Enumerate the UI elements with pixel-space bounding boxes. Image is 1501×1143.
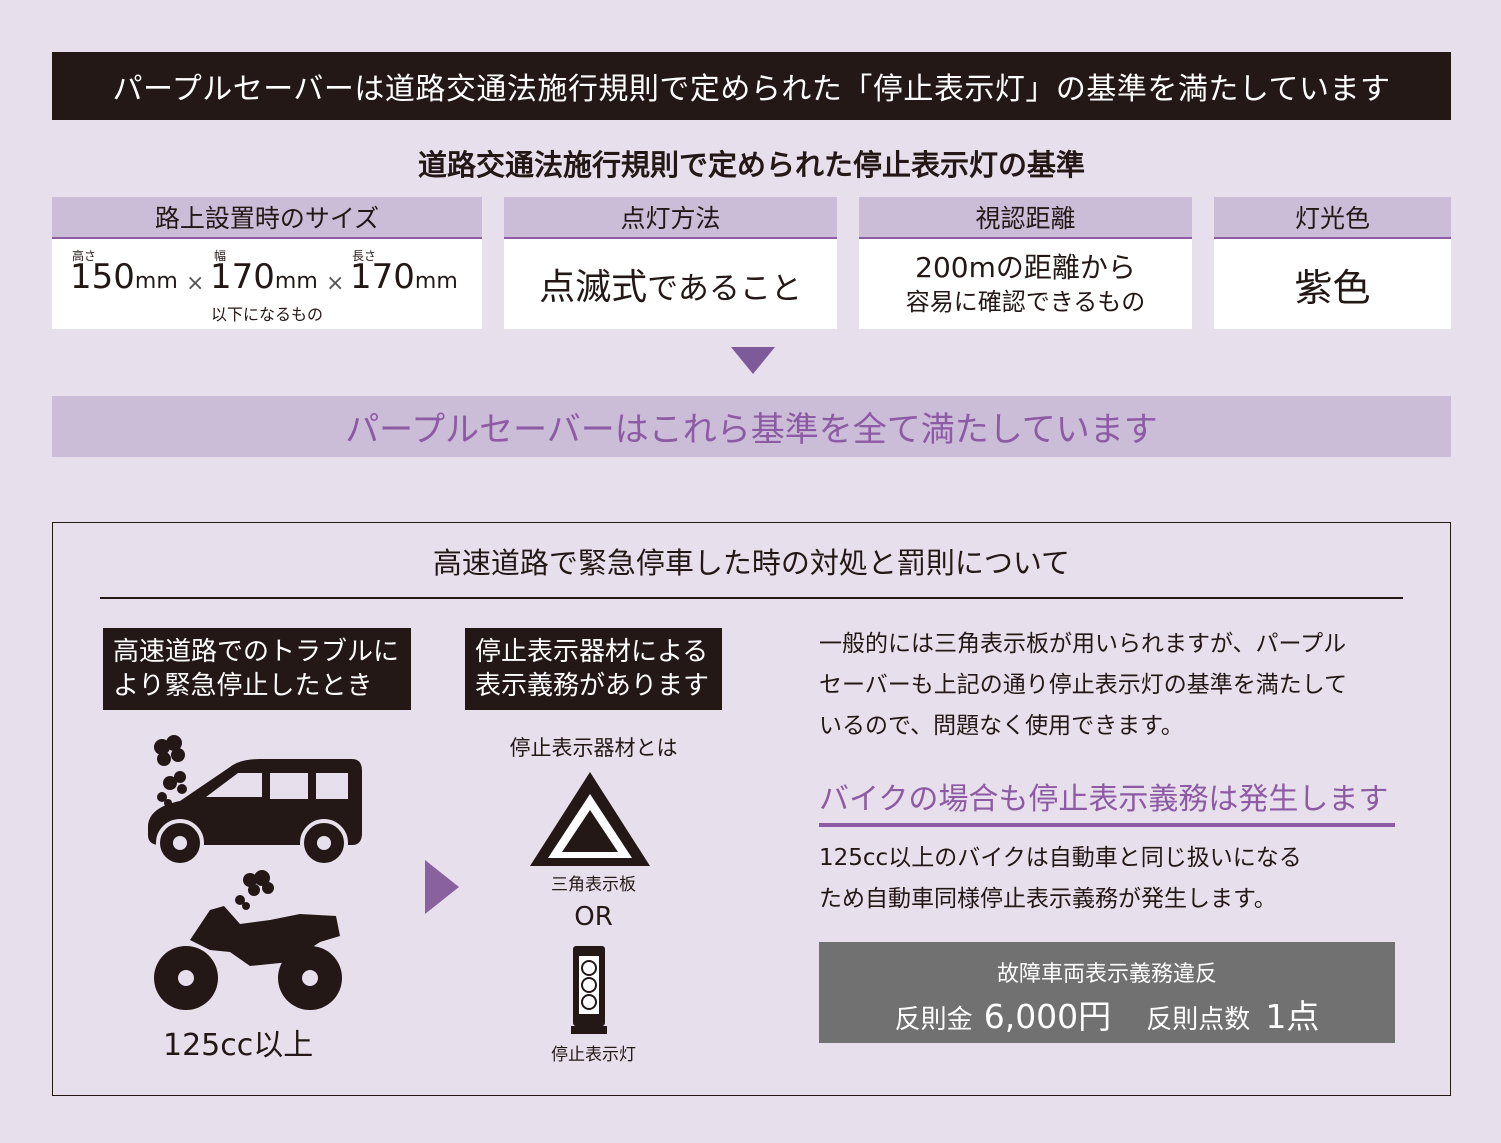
method-card-body: 点滅式であること — [504, 239, 837, 329]
fine-value: 6,000円 — [983, 997, 1112, 1036]
penalty-box: 故障車両表示義務違反 反則金 6,000円 反則点数 1点 — [819, 942, 1395, 1043]
bike-paragraph: 125cc以上のバイクは自動車と同じ扱いになる ため自動車同様停止表示義務が発生… — [819, 845, 1302, 912]
info-paragraph: 一般的には三角表示板が用いられますが、パープル セーバーも上記の通り停止表示灯の… — [819, 631, 1348, 739]
criteria-title: 道路交通法施行規則で定められた停止表示灯の基準 — [417, 148, 1085, 182]
result-text: パープルセーバーはこれら基準を全て満たしています — [345, 410, 1158, 450]
warning-triangle-icon — [530, 772, 650, 866]
distance-line-1: 200mの距離から — [915, 251, 1136, 284]
emergency-title: 高速道路で緊急停車した時の対処と罰則について — [432, 546, 1071, 580]
trouble-label: 高速道路でのトラブルに より緊急停止したとき — [103, 628, 411, 710]
top-banner-text: パープルセーバーは道路交通法施行規則で定められた「停止表示灯」の基準を満たしてい… — [112, 72, 1391, 107]
height-value: 150mm — [70, 257, 178, 297]
top-banner: パープルセーバーは道路交通法施行規則で定められた「停止表示灯」の基準を満たしてい… — [52, 52, 1451, 120]
size-card-body: 高さ 150mm × 幅 170mm × 長さ 170mm 以下になるもの — [52, 239, 482, 329]
size-card: 路上設置時のサイズ 高さ 150mm × 幅 170mm × 長さ 170mm … — [52, 197, 482, 329]
method-card: 点灯方法 点滅式であること — [504, 197, 837, 329]
penalty-detail: 反則金 6,000円 反則点数 1点 — [819, 990, 1395, 1038]
method-value: 点滅式であること — [539, 267, 802, 308]
color-card-heading: 灯光色 — [1214, 197, 1451, 239]
bike-heading-rule — [819, 823, 1395, 827]
fine-label: 反則金 — [894, 1005, 973, 1035]
penalty-title: 故障車両表示義務違反 — [996, 962, 1217, 987]
length-label: 長さ — [352, 249, 377, 263]
color-card: 灯光色 紫色 — [1214, 197, 1451, 329]
equipment-caption: 停止表示器材とは — [509, 736, 678, 760]
result-band: パープルセーバーはこれら基準を全て満たしています — [52, 396, 1451, 457]
right-arrow-icon — [425, 860, 459, 914]
triangle-label: 三角表示板 — [551, 875, 636, 895]
down-arrow-icon — [731, 347, 775, 374]
lamp-label: 停止表示灯 — [551, 1045, 636, 1065]
distance-card: 視認距離 200mの距離から 容易に確認できるもの — [859, 197, 1192, 329]
color-card-body: 紫色 — [1214, 239, 1451, 329]
duty-label: 停止表示器材による 表示義務があります — [465, 628, 722, 710]
distance-card-body: 200mの距離から 容易に確認できるもの — [859, 239, 1192, 329]
color-value: 紫色 — [1294, 265, 1371, 310]
times-sign-2: × — [326, 271, 345, 296]
points-value: 1点 — [1265, 997, 1320, 1036]
distance-line-2: 容易に確認できるもの — [905, 288, 1146, 316]
height-label: 高さ — [72, 249, 97, 263]
emergency-box — [52, 522, 1451, 1096]
points-label: 反則点数 — [1146, 1005, 1251, 1035]
size-note: 以下になるもの — [210, 305, 323, 324]
width-label: 幅 — [214, 249, 227, 263]
length-value: 170mm — [350, 257, 458, 297]
or-text: OR — [574, 902, 613, 932]
width-value: 170mm — [210, 257, 318, 297]
size-card-heading: 路上設置時のサイズ — [52, 197, 482, 239]
broken-motorbike-icon — [154, 870, 342, 1010]
distance-card-heading: 視認距離 — [859, 197, 1192, 239]
broken-car-icon — [148, 735, 362, 865]
emergency-title-rule — [100, 597, 1403, 599]
bike-label: 125cc以上 — [163, 1028, 314, 1063]
method-card-heading: 点灯方法 — [504, 197, 837, 239]
stop-lamp-icon — [571, 946, 607, 1034]
bike-heading: バイクの場合も停止表示義務は発生します — [819, 782, 1389, 817]
times-sign-1: × — [186, 271, 205, 296]
